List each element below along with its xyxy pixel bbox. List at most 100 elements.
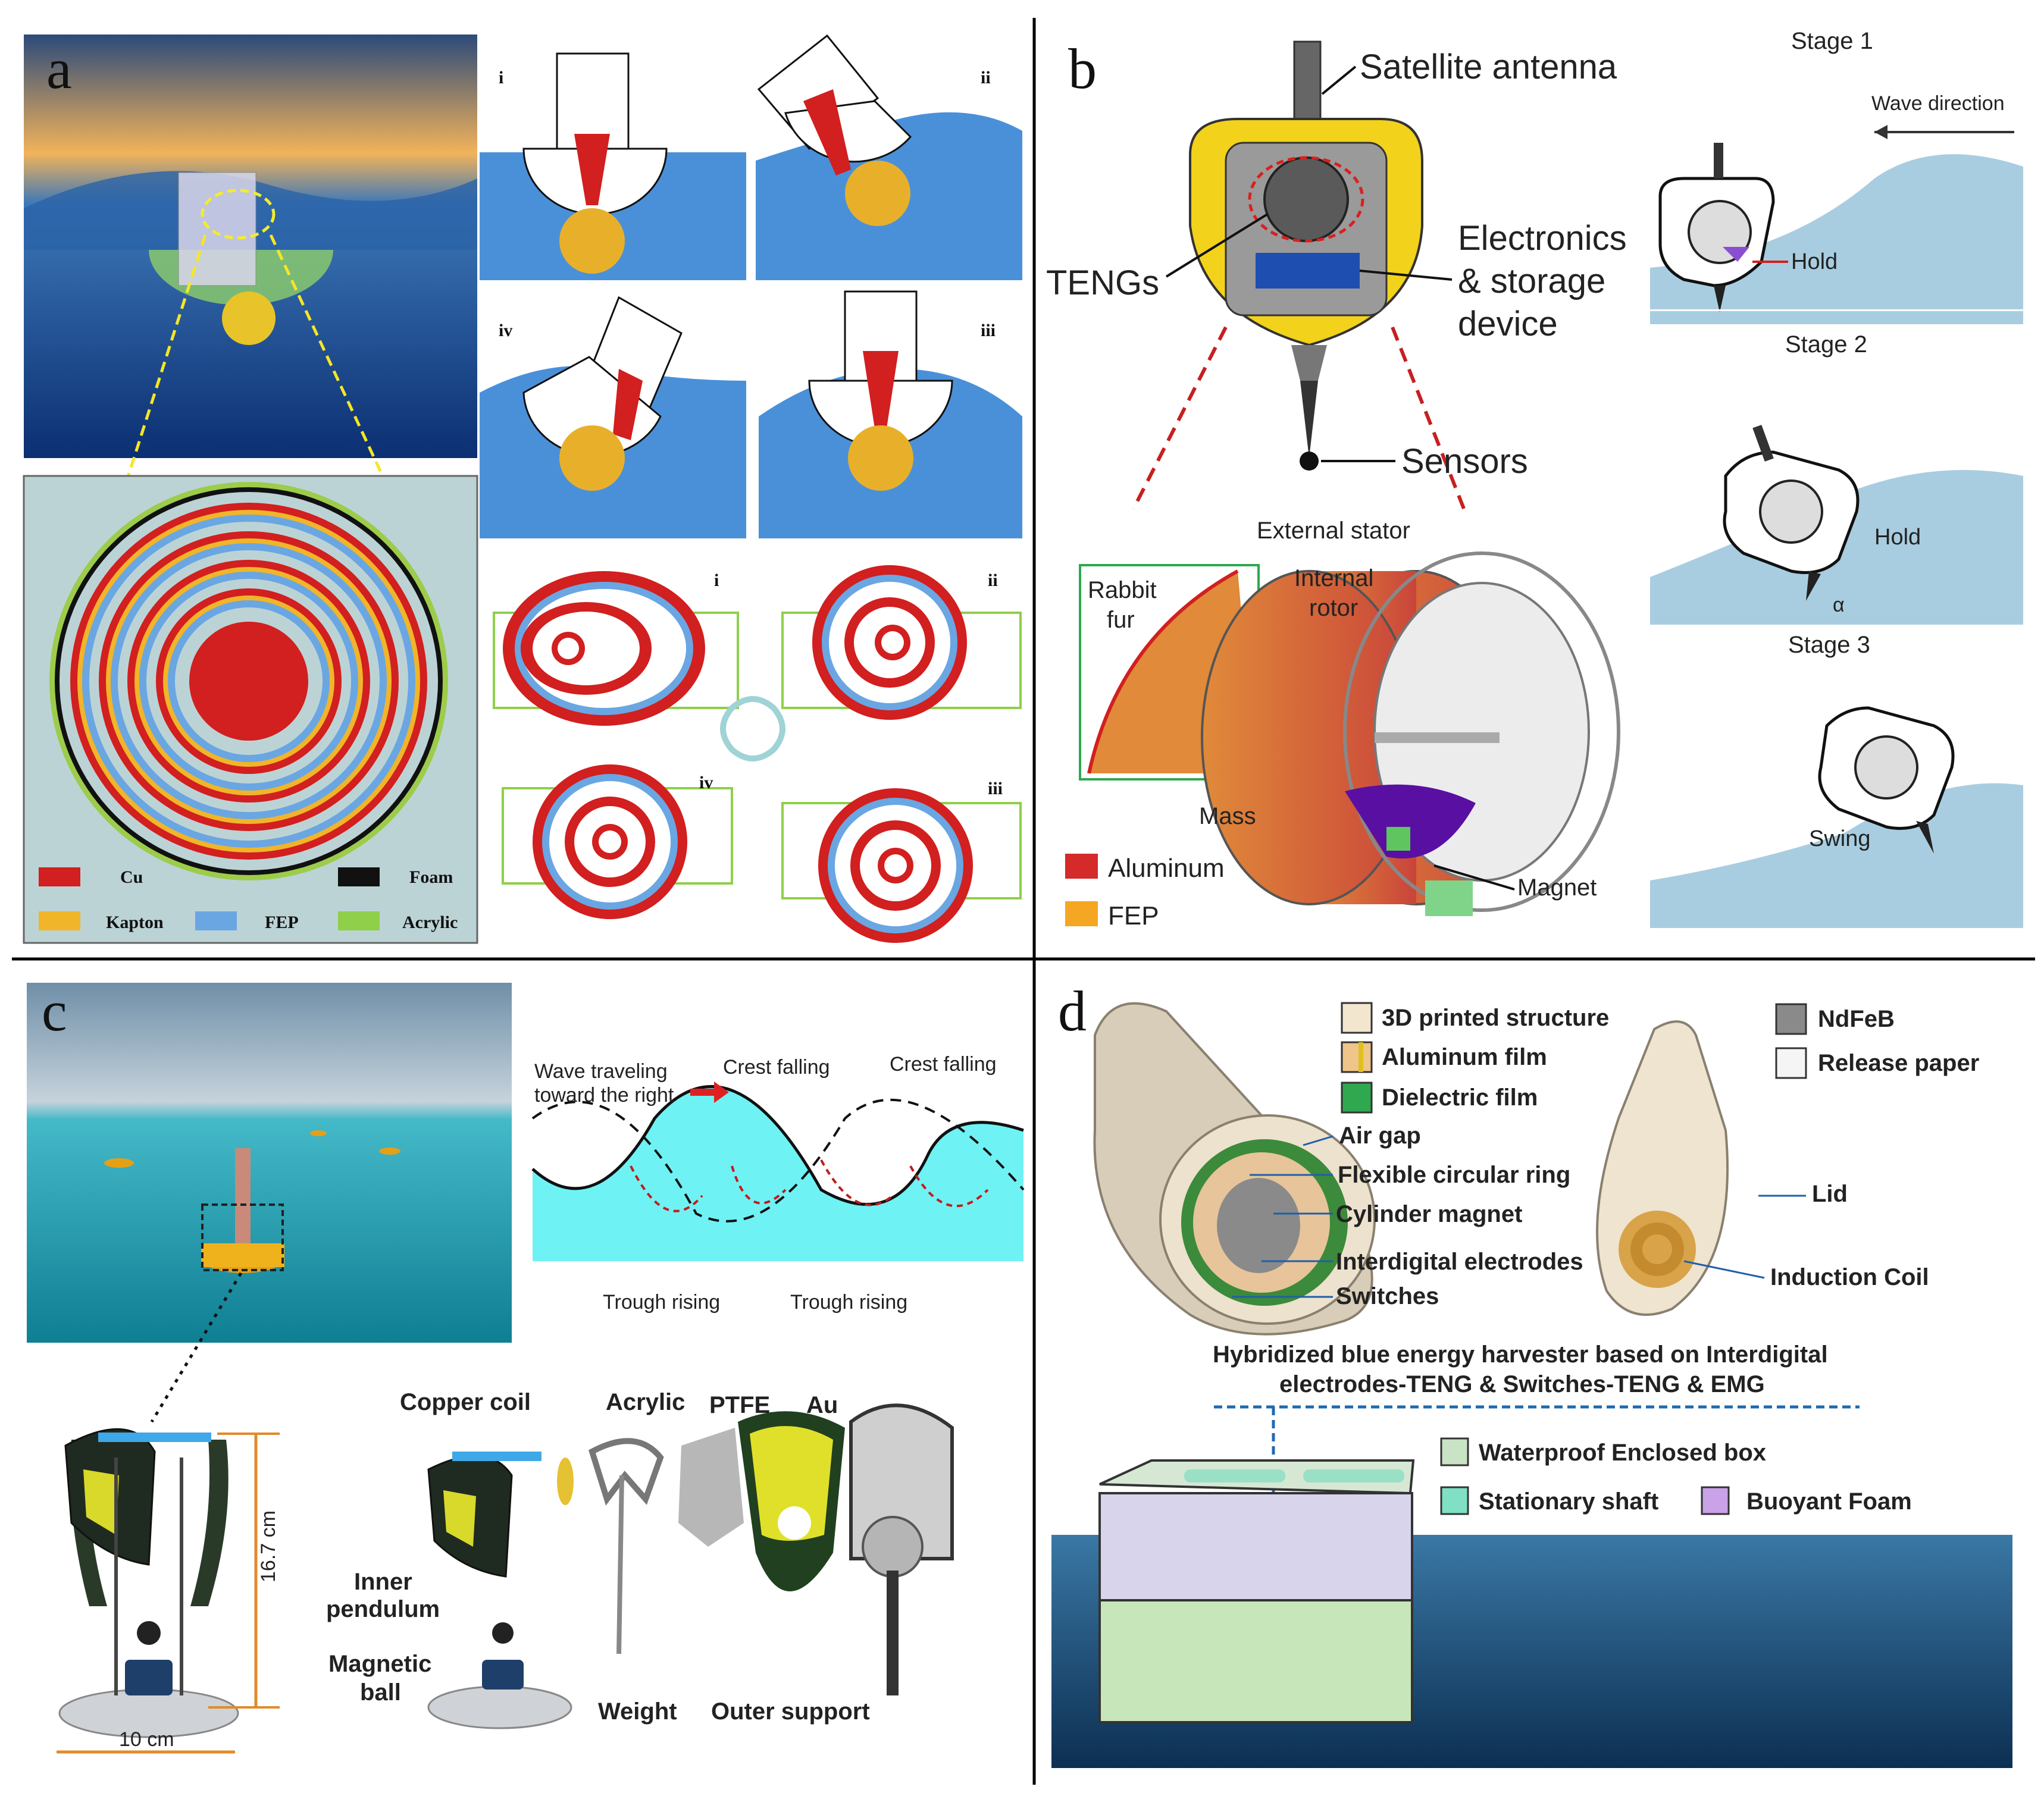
sea-buoy-photo	[27, 983, 512, 1343]
legend-label-ndfeb: NdFeB	[1818, 1006, 1895, 1032]
panel-c: c Wave traveling toward the right Crest …	[27, 979, 1025, 1754]
label-inner-pendulum-2: pendulum	[326, 1596, 440, 1622]
label-acrylic: Acrylic	[606, 1389, 685, 1415]
stage-diagram-iv: iv	[480, 296, 746, 538]
legend-swatch-cu	[39, 867, 80, 886]
label-internal-rotor-2: rotor	[1309, 595, 1358, 621]
legend-label-fep: FEP	[265, 913, 299, 932]
buoy-device	[149, 172, 333, 345]
legend-swatch-box	[1440, 1437, 1469, 1466]
label-alpha: α	[1833, 594, 1845, 616]
photo-buoy	[104, 1130, 400, 1273]
label-tengs: TENGs	[1046, 264, 1159, 302]
label-lid: Lid	[1812, 1181, 1848, 1207]
ring-stage-label: i	[714, 571, 719, 590]
wave-diagram	[531, 1085, 1025, 1261]
waterproof-box	[1098, 1459, 1415, 1723]
label-ring: Flexible circular ring	[1338, 1162, 1570, 1188]
label-electronics-line1: Electronics	[1458, 219, 1627, 258]
stage-diagram-i: i	[480, 52, 746, 280]
legend-label-aluminum: Aluminum film	[1382, 1044, 1547, 1070]
panel-d: d 3D printed structure Aluminum film Die…	[1051, 979, 2012, 1768]
label-induction-coil: Induction Coil	[1770, 1264, 1929, 1290]
stage-label: ii	[981, 68, 991, 87]
label-weight: Weight	[598, 1698, 677, 1725]
label-interdigital-electrodes: Interdigital electrodes	[1336, 1249, 1583, 1275]
legend-swatch-ndfeb	[1775, 1003, 1807, 1035]
panel-letter-c: c	[42, 979, 67, 1043]
zoom-line-right	[269, 234, 406, 525]
ring-stage-label: iv	[699, 773, 713, 792]
panel-letter-a: a	[46, 37, 72, 101]
legend-label-box: Waterproof Enclosed box	[1479, 1440, 1766, 1466]
label-hold-1: Hold	[1791, 249, 1838, 274]
harvester-title-line2: electrodes-TENG & Switches-TENG & EMG	[1279, 1371, 1765, 1397]
ring-stage-label: iii	[988, 779, 1003, 798]
label-wave-traveling-2: toward the right	[534, 1084, 674, 1107]
label-height: 16.7 cm	[257, 1510, 280, 1582]
legend-swatch-dielectric	[1341, 1082, 1373, 1114]
label-inner-pendulum-1: Inner	[354, 1569, 412, 1595]
legend-label-kapton: Kapton	[106, 913, 164, 932]
label-external-stator: External stator	[1257, 518, 1410, 544]
panel-b: b Satellite antenna TENGs Electronics & …	[1046, 28, 2023, 930]
label-stage-1: Stage 1	[1791, 28, 1873, 54]
legend-label-foam: Foam	[409, 867, 453, 887]
label-switches: Switches	[1336, 1283, 1439, 1309]
label-swing: Swing	[1809, 826, 1871, 851]
label-cylinder-magnet: Cylinder magnet	[1336, 1201, 1522, 1227]
ring-diagram-i: i	[493, 571, 739, 726]
label-magnetic-ball-2: ball	[360, 1679, 401, 1706]
label-stage-2: Stage 2	[1785, 331, 1867, 358]
legend-swatch-foam	[1701, 1486, 1730, 1515]
concentric-cross-section	[49, 482, 448, 880]
buoy-yellow	[1189, 40, 1423, 471]
device-assembled	[58, 1428, 239, 1738]
legend-label-aluminum: Aluminum	[1108, 854, 1225, 883]
legend-label-foam: Buoyant Foam	[1746, 1488, 1912, 1515]
label-air-gap: Air gap	[1339, 1123, 1421, 1149]
label-outer-support: Outer support	[711, 1698, 870, 1725]
panel-letter-d: d	[1058, 979, 1087, 1043]
legend-swatch-shaft	[1440, 1486, 1469, 1515]
stage-diagram-ii: ii	[756, 34, 1022, 280]
device-exploded	[427, 1403, 954, 1729]
label-rabbit-fur-2: fur	[1107, 607, 1135, 633]
legend-label-shaft: Stationary shaft	[1479, 1488, 1658, 1515]
stage-3-diagram	[1650, 706, 2023, 928]
cycle-arrow-icon	[720, 696, 785, 761]
label-mass: Mass	[1199, 803, 1256, 829]
label-magnet: Magnet	[1517, 875, 1597, 901]
panel-a: a Cu	[23, 34, 1022, 944]
label-hold-2: Hold	[1874, 525, 1921, 550]
legend-label-printed: 3D printed structure	[1382, 1005, 1609, 1031]
legend-label-release: Release paper	[1818, 1050, 1979, 1076]
legend-swatch-fep	[1065, 901, 1098, 926]
legend-label-fep: FEP	[1108, 901, 1159, 930]
legend-a: Cu Foam Kapton FEP Acrylic	[39, 867, 458, 932]
zoom-line	[1391, 326, 1466, 510]
legend-swatch-kapton	[39, 911, 80, 930]
harvester-title-line1: Hybridized blue energy harvester based o…	[1213, 1341, 1828, 1368]
legend-swatch-fep	[195, 911, 237, 930]
legend-label-cu: Cu	[120, 867, 143, 887]
ring-stage-label: ii	[988, 571, 998, 590]
label-copper-coil: Copper coil	[400, 1389, 531, 1415]
stage-label: iv	[499, 321, 512, 340]
stage-1-diagram	[1650, 143, 2023, 324]
stage-diagram-iii: iii	[759, 290, 1022, 538]
legend-swatch-foam	[338, 867, 380, 886]
label-satellite-antenna: Satellite antenna	[1360, 48, 1617, 86]
label-trough-rising-1: Trough rising	[603, 1291, 720, 1314]
legend-swatch-printed	[1341, 1002, 1373, 1034]
legend-label-acrylic: Acrylic	[402, 913, 458, 932]
label-electronics-line3: device	[1458, 305, 1558, 343]
stage-2-diagram	[1650, 425, 2023, 625]
zoom-line	[150, 1272, 243, 1423]
label-rabbit-fur-1: Rabbit	[1088, 577, 1157, 603]
zoom-line	[1132, 326, 1228, 510]
ring-diagram-iii: iii	[781, 779, 1022, 943]
legend-label-dielectric: Dielectric film	[1382, 1085, 1538, 1111]
legend-swatch-acrylic	[338, 911, 380, 930]
